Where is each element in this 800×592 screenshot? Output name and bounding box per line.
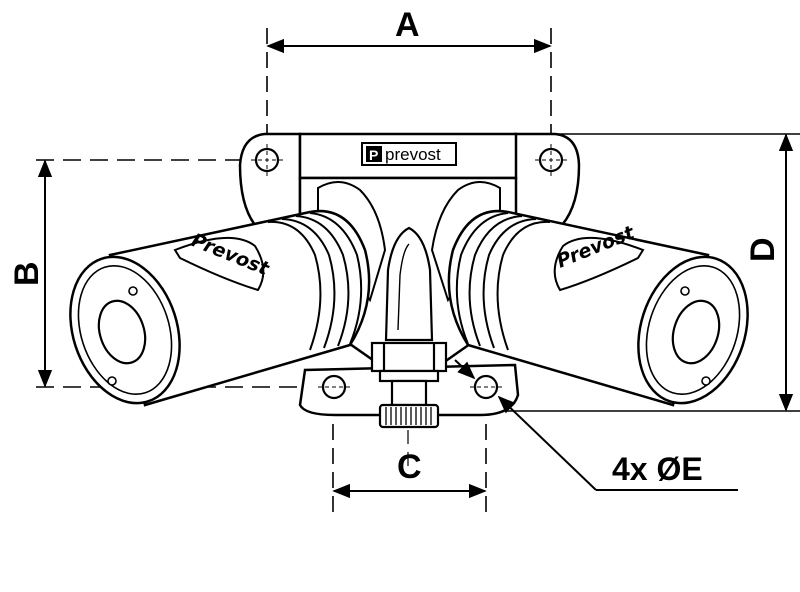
brand-logo-text: prevost — [385, 145, 441, 164]
dimension-label-c: C — [397, 448, 422, 486]
dimension-lines — [37, 38, 794, 499]
hole-callout-label: 4x ØE — [612, 451, 703, 487]
right-connector — [447, 209, 749, 407]
dimension-label-d: D — [744, 237, 782, 262]
mounting-holes — [254, 147, 564, 400]
dimension-label-b: B — [8, 261, 46, 286]
brand-logo: P prevost — [361, 142, 457, 166]
hole-callout-leader — [454, 359, 738, 491]
left-connector — [69, 209, 371, 407]
dimension-label-a: A — [395, 6, 420, 44]
brand-logo-mark: P — [369, 147, 378, 163]
knurled-knob — [385, 407, 432, 425]
center-valve — [370, 226, 448, 429]
